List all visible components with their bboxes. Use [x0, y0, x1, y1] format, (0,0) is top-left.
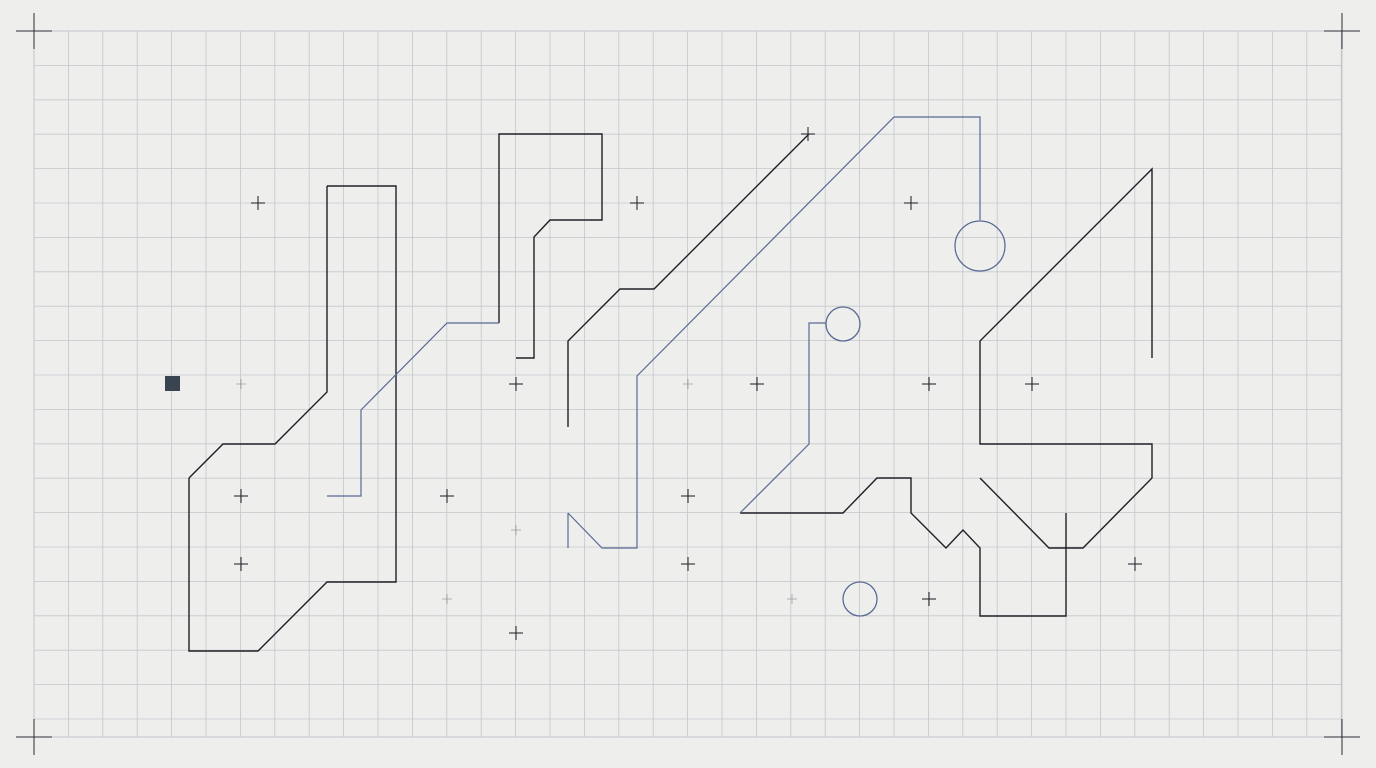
- plus-crosshair-icon: [904, 196, 918, 210]
- plus-crosshair-icon: [683, 379, 693, 389]
- plus-markers: [234, 127, 1142, 640]
- trace-dark: [188, 186, 328, 479]
- plus-crosshair-icon: [511, 525, 521, 535]
- plus-crosshair-icon: [1025, 377, 1039, 391]
- plus-crosshair-icon: [236, 379, 246, 389]
- trace-dark: [188, 185, 397, 652]
- trace-dark: [979, 167, 1153, 549]
- plus-crosshair-icon: [440, 489, 454, 503]
- plus-crosshair-icon: [509, 626, 523, 640]
- plus-crosshair-icon: [681, 489, 695, 503]
- plus-crosshair-icon: [681, 557, 695, 571]
- plus-crosshair-icon: [801, 127, 815, 141]
- plus-crosshair-icon: [1128, 557, 1142, 571]
- circle-node-icon: [825, 306, 861, 342]
- trace-dark: [498, 133, 603, 359]
- registration-mark-icon: [16, 719, 52, 755]
- registration-mark-icon: [1324, 13, 1360, 49]
- registration-mark-icon: [16, 13, 52, 49]
- trace-dark: [567, 133, 810, 427]
- plus-crosshair-icon: [509, 377, 523, 391]
- plus-crosshair-icon: [922, 592, 936, 606]
- corner-registration-marks: [16, 13, 1360, 755]
- trace-dark: [740, 477, 1067, 617]
- plus-crosshair-icon: [750, 377, 764, 391]
- registration-mark-icon: [1324, 719, 1360, 755]
- plus-crosshair-icon: [234, 489, 248, 503]
- trace-blue: [739, 322, 826, 514]
- plus-crosshair-icon: [442, 594, 452, 604]
- circuit-traces: [165, 116, 1153, 652]
- circle-node-icon: [842, 581, 878, 617]
- plus-crosshair-icon: [922, 377, 936, 391]
- circle-node-icon: [954, 220, 1006, 272]
- filled-square-icon: [165, 376, 180, 391]
- grid-border: [33, 30, 1343, 738]
- plus-crosshair-icon: [234, 557, 248, 571]
- plus-crosshair-icon: [787, 594, 797, 604]
- plus-crosshair-icon: [630, 196, 644, 210]
- trace-blue: [327, 322, 499, 497]
- grid: [33, 30, 1343, 738]
- trace-blue: [567, 116, 981, 549]
- plus-crosshair-icon: [251, 196, 265, 210]
